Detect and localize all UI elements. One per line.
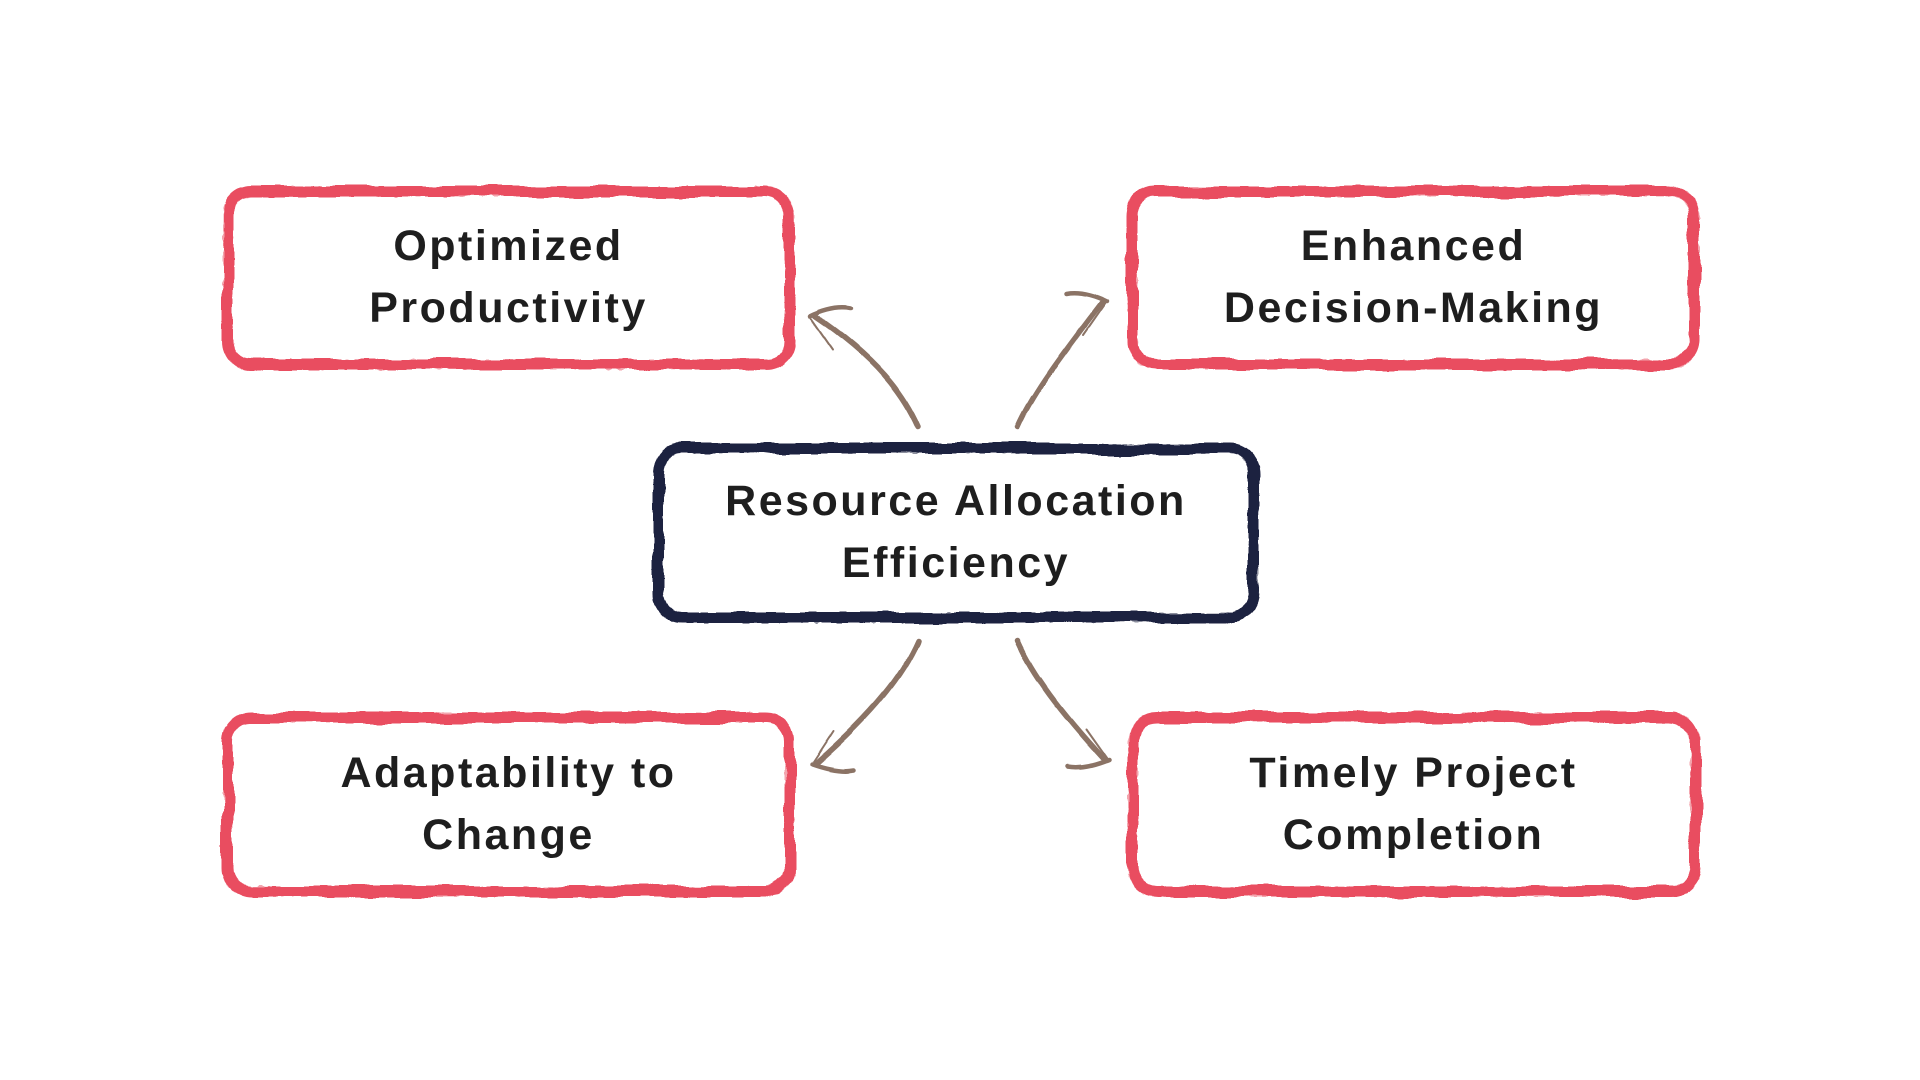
arrowhead-thin-barb	[1082, 301, 1107, 336]
node-timely-project-completion-border	[1127, 712, 1700, 897]
center-node-border	[653, 443, 1259, 623]
node-timely-project-completion-border-texture	[1128, 713, 1699, 896]
arrow-shaft	[1015, 638, 1107, 762]
arrowhead-thin-barb	[1085, 728, 1109, 761]
arrow-shaft	[1015, 299, 1105, 430]
arrowhead-thin-barb	[812, 730, 835, 764]
arrowhead-thin-barb	[809, 316, 834, 351]
arrow-center-to-enhanced-decision-making	[1015, 290, 1110, 430]
center-node-border-texture	[654, 444, 1258, 622]
arrow-center-to-optimized-productivity	[807, 305, 921, 430]
arrowhead-barb	[807, 305, 854, 319]
node-optimized-productivity-border	[222, 186, 795, 370]
arrowhead-barb	[809, 761, 856, 773]
node-adaptability-to-change-border-texture	[223, 713, 794, 896]
arrow-center-to-timely-project-completion	[1015, 638, 1112, 770]
arrow-shaft	[814, 638, 921, 766]
node-enhanced-decision-making-border-texture	[1128, 187, 1699, 369]
arrowhead-barb	[1065, 757, 1112, 770]
node-adaptability-to-change-border	[222, 712, 795, 897]
branch-node-borders	[222, 186, 1700, 897]
arrow-shaft	[812, 313, 921, 430]
arrow-center-to-adaptability-to-change	[809, 638, 921, 773]
center-node-border-group	[653, 443, 1259, 623]
connector-arrows	[807, 290, 1112, 773]
node-optimized-productivity-border-texture	[223, 187, 794, 369]
node-enhanced-decision-making-border	[1127, 186, 1700, 370]
arrowhead-barb	[1063, 290, 1110, 304]
